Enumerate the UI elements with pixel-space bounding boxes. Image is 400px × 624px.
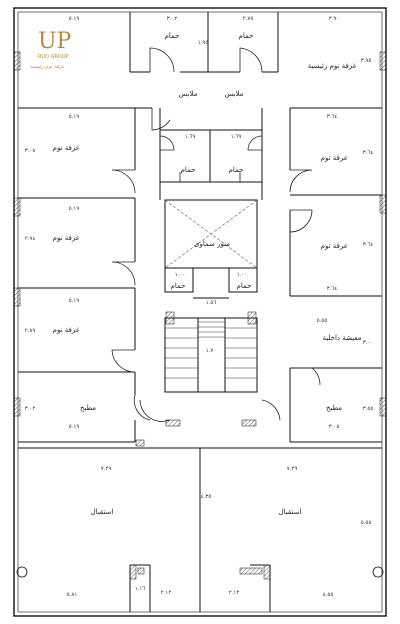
dim-rec-r-w: ٧.٢٩ bbox=[287, 466, 298, 472]
room-bath-top-left: حمام bbox=[165, 32, 180, 40]
dim-kitchen-r-w: ٣.٠٥ bbox=[329, 424, 340, 430]
dim-bot-4: ٢.١٢ bbox=[229, 590, 240, 596]
dim-right-bed2-h: ٣.٦٤ bbox=[363, 242, 374, 248]
dim-left-bed2-h: ٢.٩٤ bbox=[25, 236, 36, 242]
dim-right-bed1-h: ٣.٦٤ bbox=[363, 150, 374, 156]
dim-kitchen-l-h: ٣.٠٢ bbox=[25, 406, 36, 412]
room-bedroom-left-1: غرفة نوم bbox=[53, 144, 80, 152]
dim-bot-1: ٥.٨١ bbox=[67, 592, 78, 598]
dim-top-left: ٥.١٩ bbox=[69, 16, 80, 22]
dim-rec-l-w: ٧.٢٩ bbox=[101, 466, 112, 472]
dim-right-bed1-w: ٣.٦٤ bbox=[327, 114, 338, 120]
columns bbox=[16, 566, 384, 578]
logo-caption: غرفة نوم رئيسية bbox=[30, 64, 65, 70]
room-bath-core-left: حمام bbox=[171, 282, 186, 290]
dim-left-bed1-w: ٥.١٩ bbox=[69, 114, 80, 120]
dim-v-bath-l: ١.٩٥ bbox=[198, 40, 209, 46]
room-bedroom-left-3: غرفة نوم bbox=[53, 326, 80, 334]
room-bath-top-right: حمام bbox=[239, 32, 254, 40]
stair-treads bbox=[165, 321, 257, 379]
dim-v-right-top: ٣.٩٥ bbox=[361, 58, 372, 64]
room-bath-core-right: حمام bbox=[237, 282, 252, 290]
room-bedroom-left-2: غرفة نوم bbox=[53, 234, 80, 242]
dim-bath-mid-r: ١.٦٩ bbox=[231, 134, 242, 140]
room-bath-mid-left: حمام bbox=[181, 166, 196, 174]
dim-kitchen-l-w: ٥.١٩ bbox=[69, 424, 80, 430]
dim-left-bed3-h: ٢.٨٩ bbox=[25, 328, 36, 334]
dim-stair: ١.٧٠ bbox=[206, 348, 217, 354]
dim-bath-mid-l: ١.٦٩ bbox=[185, 134, 196, 140]
dim-core-w: ١.٥٦ bbox=[206, 300, 217, 306]
room-closet-right: ملابس bbox=[225, 90, 244, 98]
dim-kitchen-r-h: ٣.٥٥ bbox=[363, 406, 374, 412]
dim-top-2: ٢.٧٥ bbox=[243, 16, 254, 22]
room-kitchen-left: مطبخ bbox=[80, 404, 96, 412]
room-kitchen-right: مطبخ bbox=[326, 404, 342, 412]
windows bbox=[13, 51, 387, 580]
dim-bot-5: ٤.٥٥ bbox=[323, 592, 334, 598]
dim-rec-mid-h: ٤.٣٥ bbox=[201, 494, 212, 500]
dim-living-w: ٥.٥٥ bbox=[317, 318, 328, 324]
dim-left-bed2-w: ٥.١٩ bbox=[69, 206, 80, 212]
dim-living-h: ٣.٠٠ bbox=[363, 340, 374, 346]
dim-right-bed2-w: ٣.٦٤ bbox=[327, 286, 338, 292]
room-master-bedroom: غرفة نوم رئيسية bbox=[308, 62, 357, 70]
dim-top-3: ٣.٩٠ bbox=[329, 16, 340, 22]
dim-left-bed1-h: ٣.٠٨ bbox=[25, 148, 36, 154]
room-bedroom-right-2: غرفة نوم bbox=[321, 242, 348, 250]
dim-bot-3: ٢.١٢ bbox=[161, 590, 172, 596]
room-bedroom-right-1: غرفة نوم bbox=[321, 154, 348, 162]
logo-small-text: RUD GROUP bbox=[38, 54, 69, 60]
dim-rec-right-h: ٥.٥٥ bbox=[361, 520, 372, 526]
logo-mark: UP bbox=[38, 29, 72, 54]
room-closet-left: ملابس bbox=[179, 90, 198, 98]
door-swings bbox=[111, 47, 321, 422]
dim-bot-2: ١.١٦ bbox=[135, 586, 146, 592]
room-bath-mid-right: حمام bbox=[229, 166, 244, 174]
dim-core-1: ١.٠٠ bbox=[175, 272, 186, 278]
room-skylight: منور سماوى bbox=[194, 240, 230, 248]
room-labels: غرفة نوم رئيسية حمام حمام ملابس ملابس حم… bbox=[53, 32, 362, 516]
dim-top-1: ٣.٠٢ bbox=[167, 16, 178, 22]
interior-walls bbox=[18, 12, 382, 612]
dimension-labels: ٣.٠٢ ٢.٧٥ ٣.٩٠ ٥.١٩ ١.٩٥ ٣.٩٥ ١.٦٩ ١.٦٩ … bbox=[25, 16, 374, 598]
company-logo: UP RUD GROUP غرفة نوم رئيسية bbox=[30, 29, 72, 70]
room-reception-right: استقبال bbox=[279, 508, 302, 516]
skylight-void bbox=[164, 199, 258, 269]
room-reception-left: استقبال bbox=[91, 508, 114, 516]
dim-left-bed3-w: ٥.١٩ bbox=[69, 298, 80, 304]
dim-core-2: ١.٠٠ bbox=[237, 272, 248, 278]
room-inner-living: معيشة داخلية bbox=[322, 334, 361, 342]
